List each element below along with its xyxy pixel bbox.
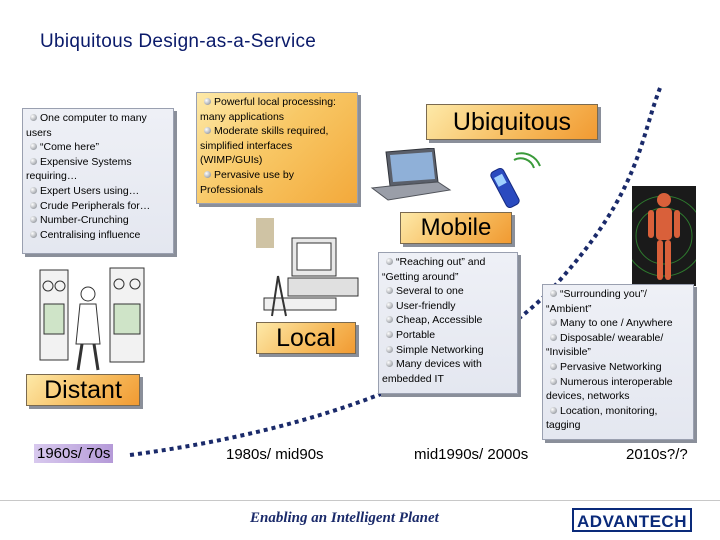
bullet-icon bbox=[30, 187, 37, 194]
bullet-icon bbox=[386, 316, 393, 323]
bullet-icon bbox=[550, 378, 557, 385]
ubiquitous-label: Ubiquitous bbox=[426, 104, 598, 140]
era-label-mid1990s: mid1990s/ 2000s bbox=[414, 446, 528, 463]
bullet-icon bbox=[30, 158, 37, 165]
mobile-description-box: “Reaching out” and “Getting around” Seve… bbox=[378, 252, 518, 394]
list-item: Many to one / Anywhere bbox=[546, 316, 690, 331]
bullet-icon bbox=[30, 231, 37, 238]
ubiquitous-description-box: “Surrounding you”/ “Ambient” Many to one… bbox=[542, 284, 694, 440]
illustration-shadow-block bbox=[256, 218, 274, 248]
list-item: Cheap, Accessible bbox=[382, 313, 514, 328]
list-item: Pervasive Networking bbox=[546, 360, 690, 375]
list-item: Simple Networking bbox=[382, 343, 514, 358]
bullet-icon bbox=[204, 171, 211, 178]
era-label-1960s: 1960s/ 70s bbox=[34, 444, 113, 463]
mobile-phone-illustration bbox=[484, 150, 542, 212]
footer-divider bbox=[0, 500, 720, 501]
list-item: Many devices with embedded IT bbox=[382, 357, 514, 386]
advantech-logo: ADVANTECH bbox=[572, 508, 692, 532]
bullet-icon bbox=[550, 319, 557, 326]
bullet-icon bbox=[550, 334, 557, 341]
bullet-icon bbox=[204, 98, 211, 105]
local-description-box: Powerful local processing: many applicat… bbox=[196, 92, 358, 204]
list-item: Expensive Systems requiring… bbox=[26, 155, 170, 184]
list-item: One computer to many users bbox=[26, 111, 170, 140]
bullet-icon bbox=[30, 216, 37, 223]
mainframe-operator-illustration bbox=[36, 264, 150, 376]
laptop-illustration bbox=[368, 148, 452, 204]
bullet-icon bbox=[386, 287, 393, 294]
era-label-2010s: 2010s?/? bbox=[626, 446, 688, 463]
bullet-icon bbox=[386, 331, 393, 338]
bullet-icon bbox=[386, 346, 393, 353]
list-item: Expert Users using… bbox=[26, 184, 170, 199]
bullet-icon bbox=[386, 360, 393, 367]
bullet-icon bbox=[30, 143, 37, 150]
bullet-icon bbox=[30, 114, 37, 121]
list-item: Number-Crunching bbox=[26, 213, 170, 228]
list-item: Several to one bbox=[382, 284, 514, 299]
body-scan-illustration bbox=[632, 186, 696, 286]
era-label-1980s: 1980s/ mid90s bbox=[226, 446, 324, 463]
bullet-icon bbox=[204, 127, 211, 134]
list-item: User-friendly bbox=[382, 299, 514, 314]
bullet-icon bbox=[550, 363, 557, 370]
list-item: Pervasive use by Professionals bbox=[200, 168, 354, 197]
list-item: Powerful local processing: many applicat… bbox=[200, 95, 354, 124]
list-item: Portable bbox=[382, 328, 514, 343]
list-item: “Reaching out” and “Getting around” bbox=[382, 255, 514, 284]
bullet-icon bbox=[30, 202, 37, 209]
footer-tagline: Enabling an Intelligent Planet bbox=[250, 510, 439, 527]
bullet-icon bbox=[386, 302, 393, 309]
mobile-label: Mobile bbox=[400, 212, 512, 244]
bullet-icon bbox=[550, 290, 557, 297]
list-item: Crude Peripherals for… bbox=[26, 199, 170, 214]
list-item: “Surrounding you”/ “Ambient” bbox=[546, 287, 690, 316]
distant-label: Distant bbox=[26, 374, 140, 406]
local-label: Local bbox=[256, 322, 356, 354]
bullet-icon bbox=[550, 407, 557, 414]
list-item: Disposable/ wearable/ “Invisible” bbox=[546, 331, 690, 360]
list-item: Location, monitoring, tagging bbox=[546, 404, 690, 433]
desktop-pc-illustration bbox=[258, 236, 362, 320]
list-item: “Come here” bbox=[26, 140, 170, 155]
list-item: Moderate skills required, simplified int… bbox=[200, 124, 354, 168]
distant-description-box: One computer to many users “Come here” E… bbox=[22, 108, 174, 254]
list-item: Numerous interoperable devices, networks bbox=[546, 375, 690, 404]
bullet-icon bbox=[386, 258, 393, 265]
list-item: Centralising influence bbox=[26, 228, 170, 243]
